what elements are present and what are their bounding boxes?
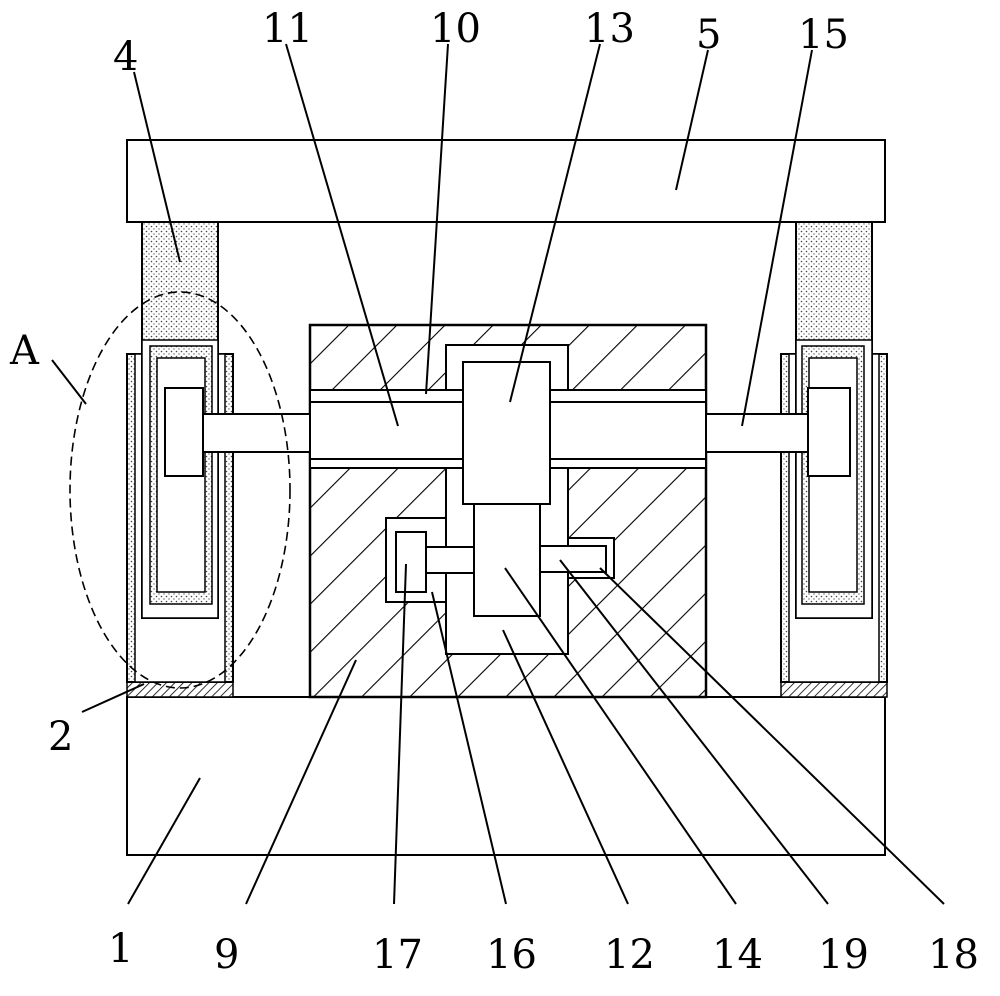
label-18: 18: [928, 932, 979, 978]
label-16: 16: [486, 932, 537, 978]
left-slider-block: [164, 387, 204, 477]
label-2: 2: [48, 714, 73, 760]
top-plate: [126, 139, 886, 223]
label-9: 9: [214, 932, 239, 978]
label-11: 11: [262, 6, 313, 52]
right-rod: [705, 413, 809, 453]
left-rod: [202, 413, 311, 453]
label-15: 15: [798, 12, 849, 58]
label-17: 17: [372, 932, 423, 978]
label-1: 1: [108, 926, 133, 972]
label-19: 19: [818, 932, 869, 978]
label-13: 13: [584, 6, 635, 52]
detail-callout-a: [69, 291, 291, 689]
label-5: 5: [696, 12, 721, 58]
left-connector-rod-16: [425, 546, 475, 574]
left-column-assembly: [126, 221, 234, 698]
center-block-13: [462, 361, 551, 505]
label-4: 4: [113, 34, 138, 80]
leader-lines: [51, 43, 945, 905]
right-pad: [780, 681, 888, 698]
label-14: 14: [712, 932, 763, 978]
left-stop-block-17: [395, 531, 427, 593]
right-column-assembly: [780, 221, 888, 698]
right-slider-block: [807, 387, 851, 477]
label-12: 12: [604, 932, 655, 978]
block-14: [473, 503, 541, 617]
label-a: A: [9, 328, 40, 374]
right-connector-rod-19: [539, 545, 607, 573]
label-10: 10: [430, 6, 481, 52]
